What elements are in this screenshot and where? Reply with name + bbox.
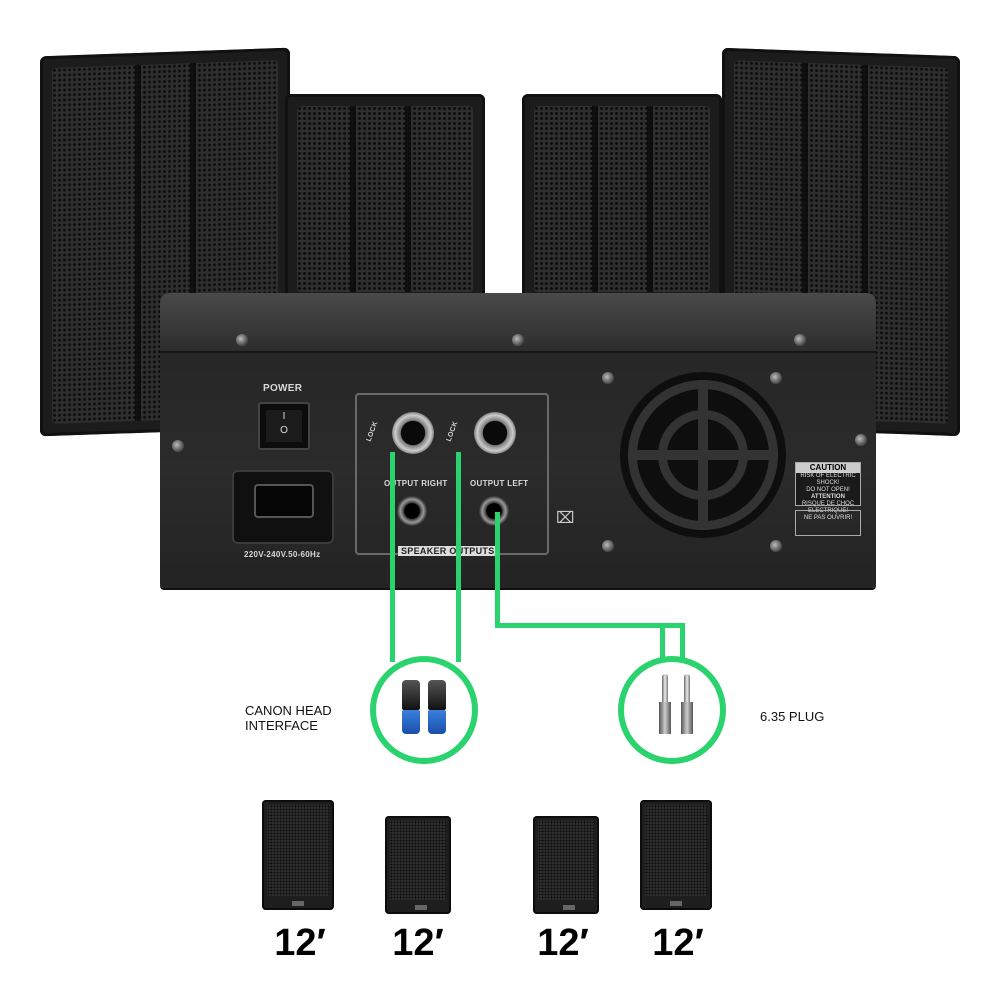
cooling-fan: [620, 372, 786, 538]
small-speaker-2: [385, 816, 451, 914]
cable-left: [456, 452, 461, 662]
speakon-label: CANON HEAD INTERFACE: [245, 703, 332, 733]
caution-sticker: CAUTION RISK OF ELECTRIC SHOCK! DO NOT O…: [795, 462, 861, 521]
jack-plug-callout: [618, 656, 726, 764]
screw-icon: [770, 372, 782, 384]
screw-icon: [602, 372, 614, 384]
power-switch[interactable]: I O: [258, 402, 310, 450]
jack-plug-label: 6.35 PLUG: [760, 709, 825, 724]
caution-title: CAUTION: [796, 463, 860, 473]
cable-right: [390, 452, 395, 662]
jack-output-left[interactable]: [479, 496, 509, 526]
screw-icon: [794, 334, 806, 346]
speakon-connector-callout: [370, 656, 478, 764]
serial-label-box: [795, 510, 861, 536]
screw-icon: [602, 540, 614, 552]
speaker-size-2: 12′: [392, 922, 444, 964]
small-speaker-1: [262, 800, 334, 910]
cable-jack-drop-2: [680, 623, 685, 661]
voltage-label: 220V-240V.50-60Hz: [244, 550, 321, 559]
screw-icon: [770, 540, 782, 552]
small-speaker-3: [533, 816, 599, 914]
output-left-label: OUTPUT LEFT: [470, 479, 529, 488]
caution-line-3: RISQUE DE CHOC ELECTRIQUE!: [801, 501, 855, 514]
weee-bin-icon: ⌧: [556, 510, 575, 527]
caution-line-4: NE PAS OUVRIR!: [803, 515, 853, 521]
output-right-label: OUTPUT RIGHT: [384, 479, 448, 488]
cable-jack-horizontal: [495, 623, 685, 628]
iec-socket: [254, 484, 314, 518]
screw-icon: [172, 440, 184, 452]
switch-off-symbol: O: [280, 425, 288, 436]
screw-icon: [512, 334, 524, 346]
speakon-output-left[interactable]: [474, 412, 516, 454]
speaker-size-4: 12′: [652, 922, 704, 964]
cable-jack-drop-1: [660, 623, 665, 661]
small-speaker-4: [640, 800, 712, 910]
jack-output-right[interactable]: [397, 496, 427, 526]
speaker-outputs-panel: [355, 393, 549, 555]
cable-jack-vertical: [495, 512, 500, 627]
power-label: POWER: [263, 383, 303, 394]
caution-line-2: DO NOT OPEN!: [806, 487, 850, 493]
amplifier-lid: [160, 293, 876, 353]
speaker-size-1: 12′: [274, 922, 326, 964]
speaker-outputs-label: SPEAKER OUTPUTS: [398, 546, 498, 556]
screw-icon: [236, 334, 248, 346]
speaker-size-3: 12′: [537, 922, 589, 964]
speaker-cabinet-3: [522, 94, 722, 304]
switch-on-symbol: I: [282, 411, 286, 422]
caution-line-1: RISK OF ELECTRIC SHOCK!: [800, 473, 856, 486]
speaker-cabinet-2: [285, 94, 485, 304]
caution-attention: ATTENTION: [811, 494, 845, 500]
power-inlet[interactable]: [232, 470, 334, 544]
speakon-output-right[interactable]: [392, 412, 434, 454]
screw-icon: [855, 434, 867, 446]
